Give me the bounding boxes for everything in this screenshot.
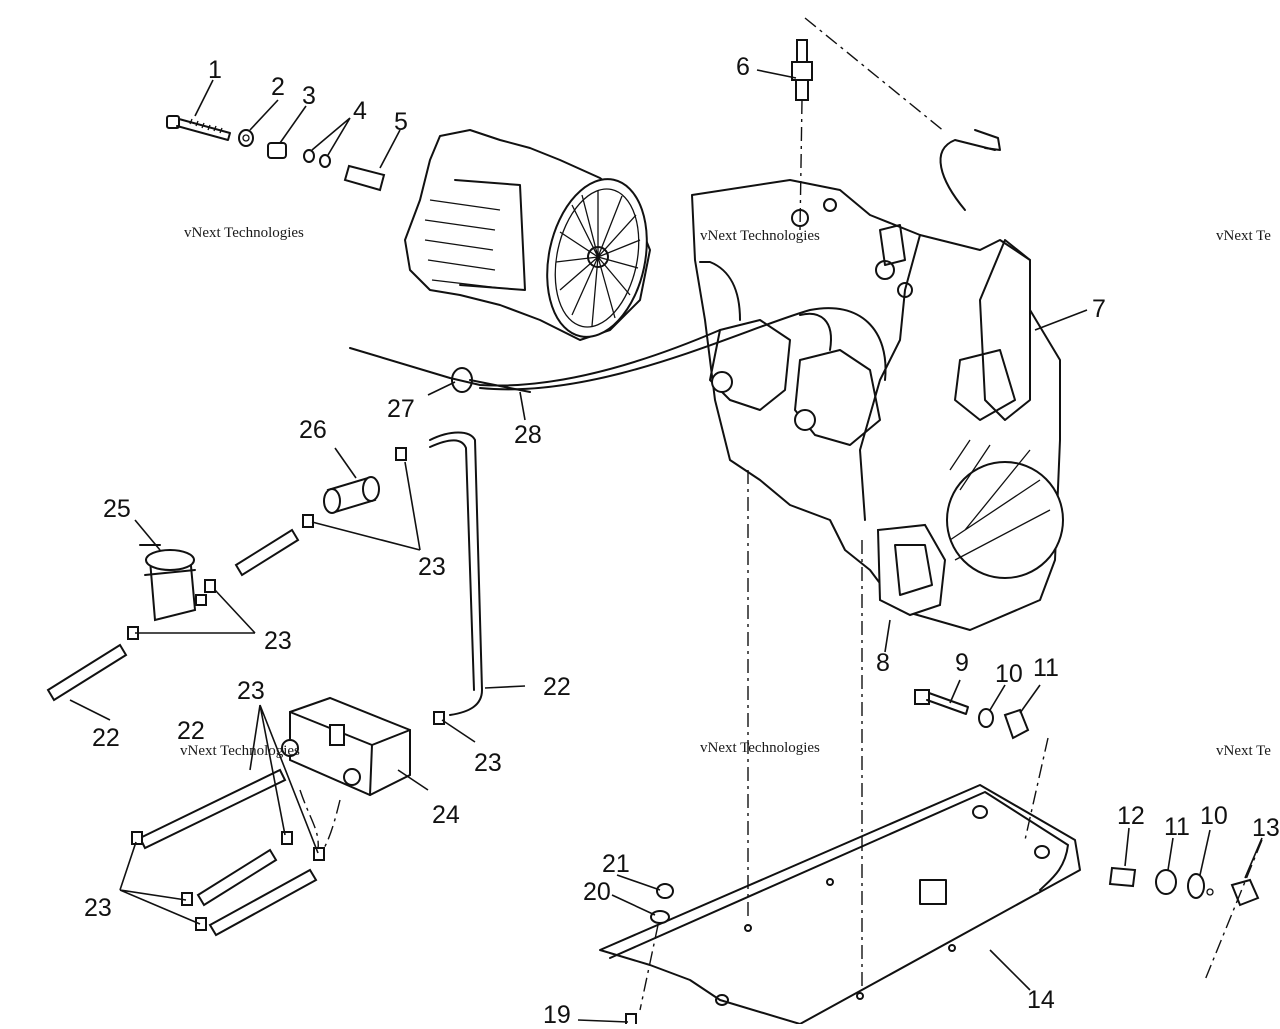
clamp-23-a <box>395 447 407 461</box>
callout-12: 12 <box>1117 802 1145 830</box>
callout-8: 8 <box>876 649 890 677</box>
callout-11b: 11 <box>1164 813 1190 841</box>
callout-11a: 11 <box>1033 654 1059 682</box>
callout-22b: 22 <box>92 724 120 752</box>
callout-9: 9 <box>955 649 969 677</box>
callout-22a: 22 <box>543 673 571 701</box>
washer-10b <box>1187 873 1205 899</box>
clamp-23-b <box>302 514 314 528</box>
hose-lower-a <box>138 768 287 850</box>
callout-7: 7 <box>1092 295 1106 323</box>
o-ring-4a <box>303 149 315 163</box>
callout-27: 27 <box>387 395 415 423</box>
callout-25: 25 <box>103 495 131 523</box>
callout-5: 5 <box>394 108 408 136</box>
engine <box>691 179 1064 631</box>
callout-20: 20 <box>583 878 611 906</box>
washer-2 <box>238 129 254 147</box>
callout-23b: 23 <box>264 627 292 655</box>
nut-21 <box>656 883 674 899</box>
spacer-12 <box>1108 866 1137 888</box>
fuel-pump-25 <box>139 544 207 622</box>
throttle-cable-28 <box>349 307 887 393</box>
o-ring-4b <box>319 154 331 168</box>
callout-24: 24 <box>432 801 460 829</box>
hose-lower-b <box>196 848 278 907</box>
callout-28: 28 <box>514 421 542 449</box>
carburetors <box>699 261 881 446</box>
callout-21: 21 <box>602 850 630 878</box>
callout-1: 1 <box>208 56 222 84</box>
engine-mount-plate-14 <box>599 784 1081 1024</box>
fuel-line-22-vertical <box>429 431 483 716</box>
filter-block-24 <box>281 696 411 797</box>
fuel-hose-segment <box>234 528 300 577</box>
bolt-1 <box>166 115 231 141</box>
callout-10b: 10 <box>1200 802 1228 830</box>
washer-20 <box>650 910 670 924</box>
fuel-filter-26 <box>323 476 380 514</box>
callout-13: 13 <box>1252 814 1280 842</box>
callout-23e: 23 <box>84 894 112 922</box>
callout-22c: 22 <box>177 717 205 745</box>
callout-23d: 23 <box>474 749 502 777</box>
bushing-11b <box>1155 869 1177 895</box>
callout-14: 14 <box>1027 986 1055 1014</box>
callout-23a: 23 <box>418 553 446 581</box>
cable-clip-27 <box>451 367 473 393</box>
callout-10a: 10 <box>995 660 1023 688</box>
spacer-5 <box>343 164 386 192</box>
drive-clutch <box>404 129 651 341</box>
callout-3: 3 <box>302 82 316 110</box>
bolt-9 <box>914 689 969 715</box>
callout-23c: 23 <box>237 677 265 705</box>
nut-13 <box>1230 878 1260 907</box>
callout-2: 2 <box>271 73 285 101</box>
bolt-19 <box>625 1013 637 1024</box>
washer-10a <box>978 708 994 728</box>
callout-19: 19 <box>543 1001 571 1029</box>
leader-lines <box>69 69 1263 1023</box>
fuel-hose-lower <box>46 643 128 702</box>
hose-lower-c <box>208 868 318 937</box>
spark-plug-6 <box>791 39 813 101</box>
callout-26: 26 <box>299 416 327 444</box>
callout-4: 4 <box>353 97 367 125</box>
callout-6: 6 <box>736 53 750 81</box>
bushing-11a <box>1003 708 1030 740</box>
nut-3 <box>267 142 287 159</box>
